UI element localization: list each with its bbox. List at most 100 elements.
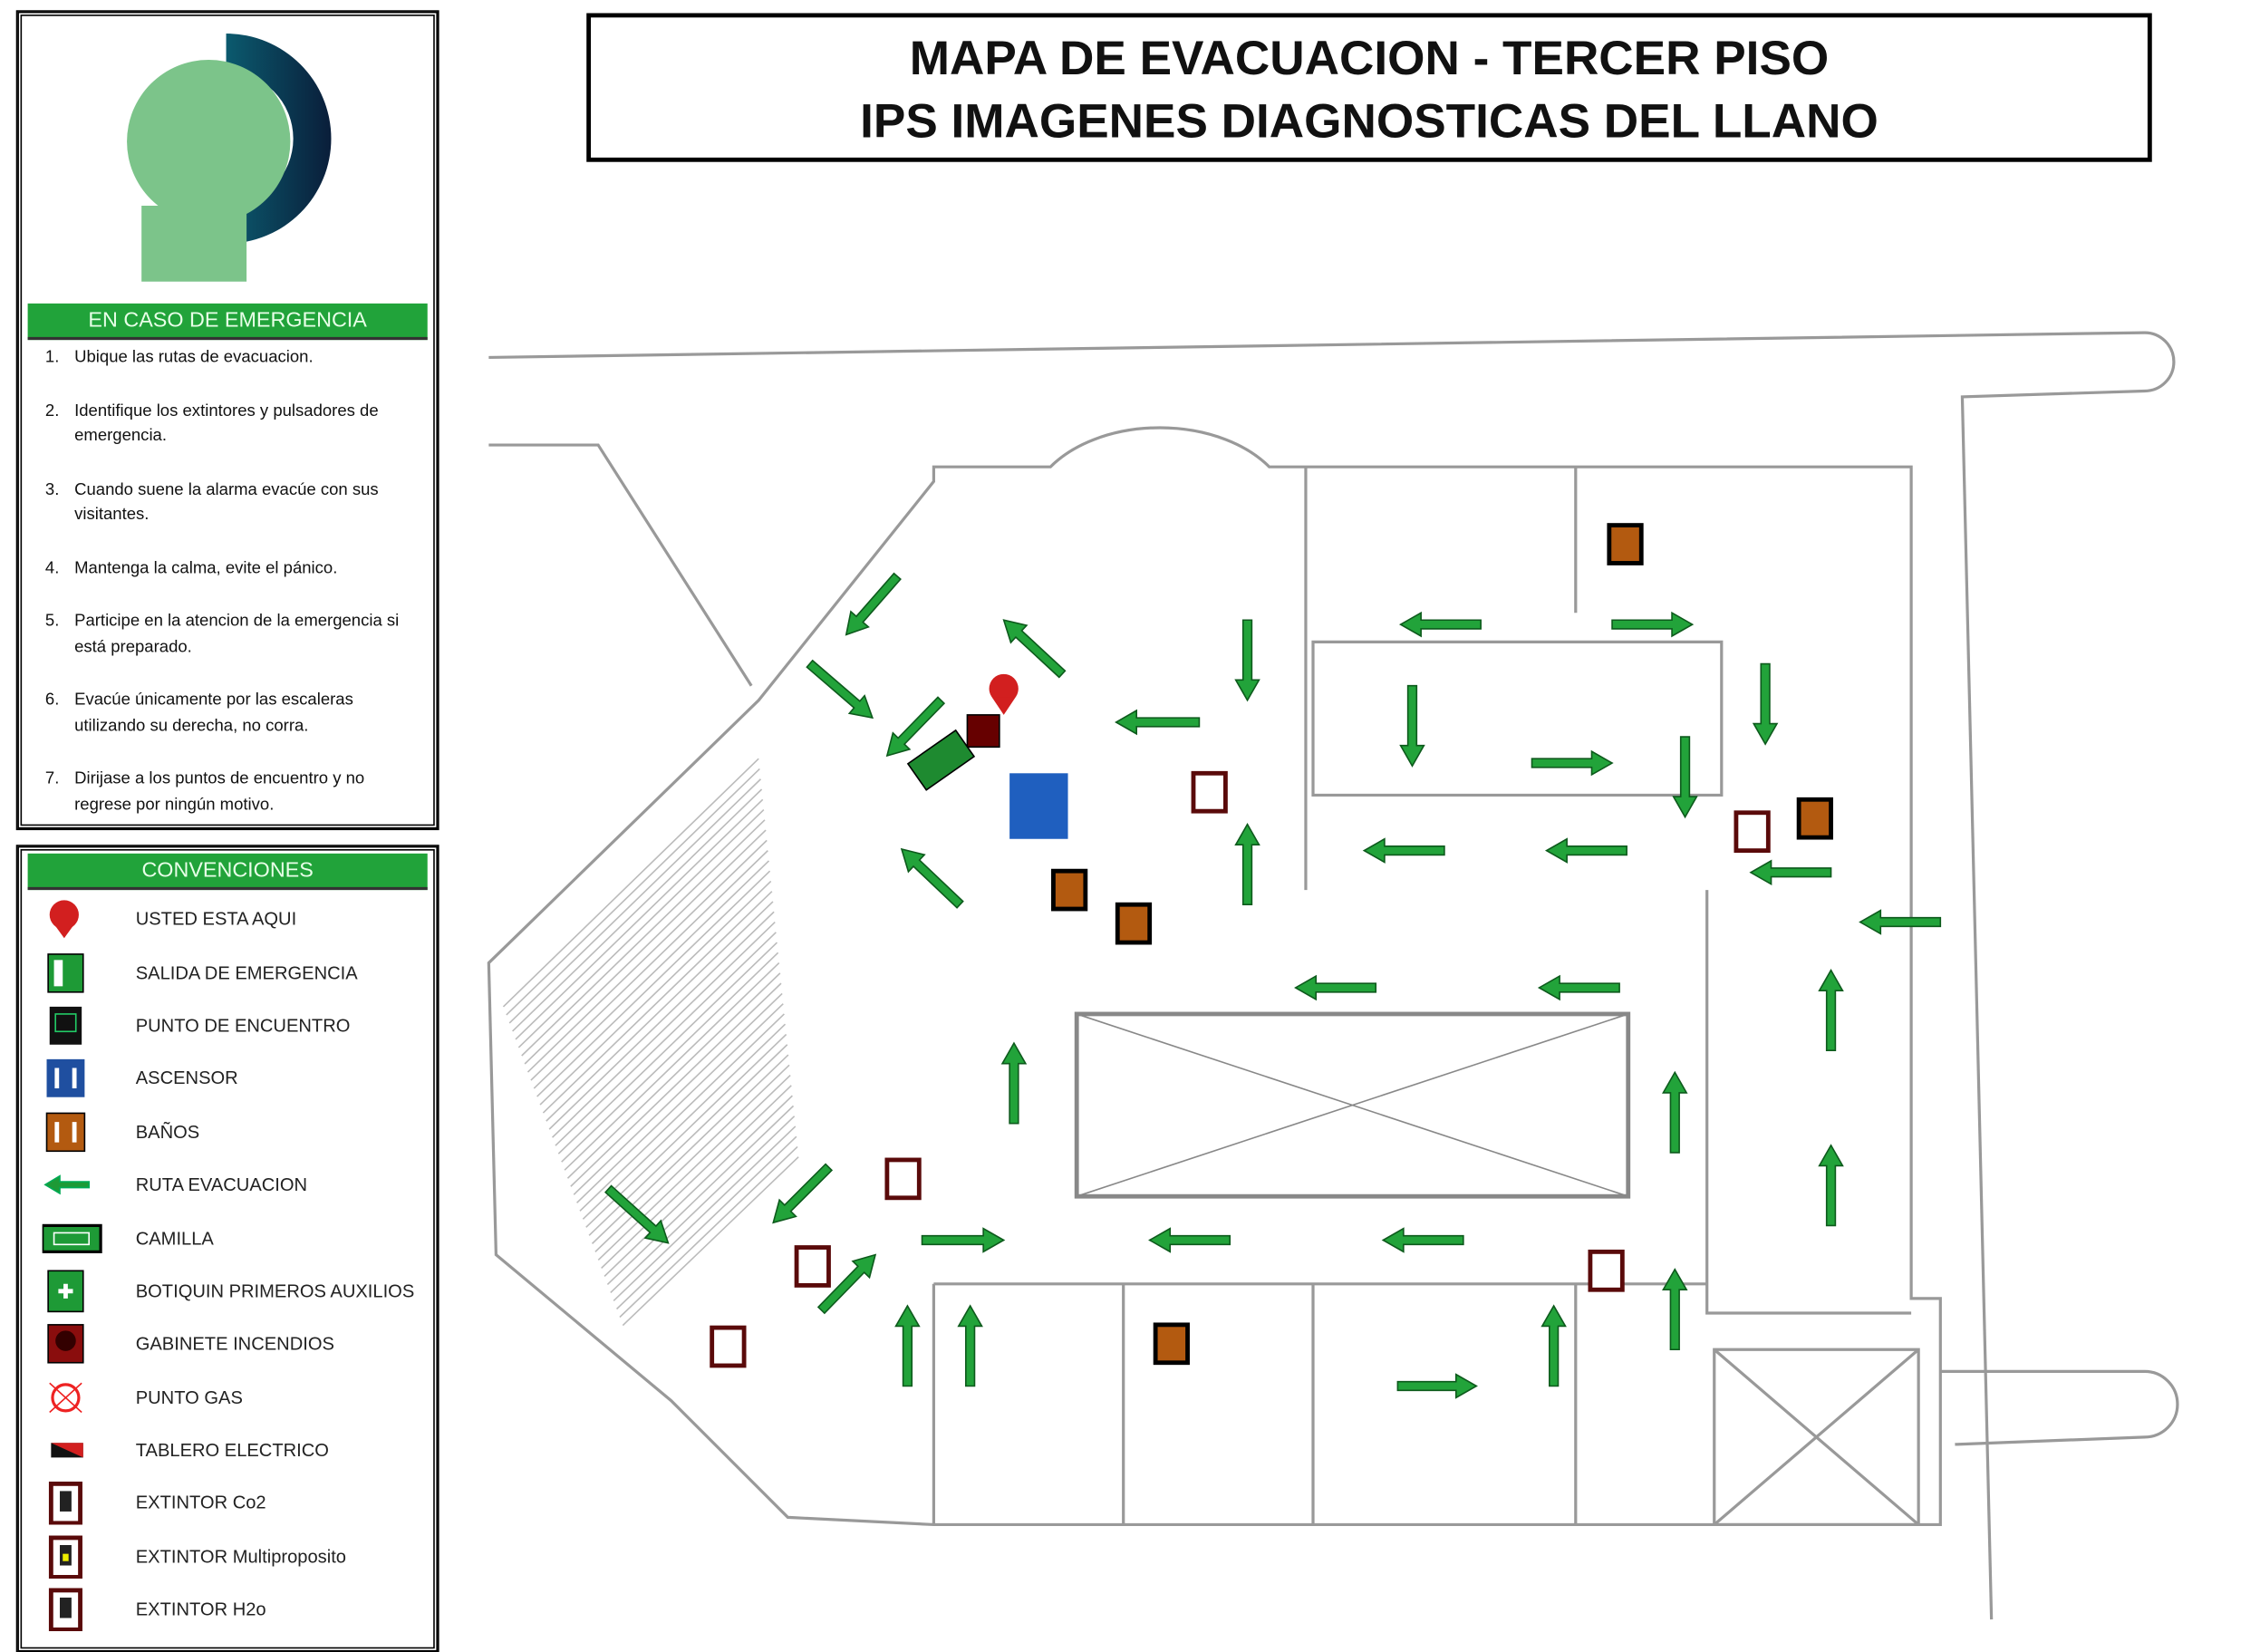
- restroom-icon: [22, 1110, 124, 1154]
- extinguisher-icon: [884, 1157, 922, 1201]
- evacuation-arrow: [1749, 859, 1832, 886]
- extinguisher-icon: [1191, 770, 1228, 814]
- map-title: MAPA DE EVACUACION - TERCER PISO IPS IMA…: [586, 13, 2152, 162]
- legend-label: USTED ESTA AQUI: [135, 909, 297, 930]
- legend-label: SALIDA DE EMERGENCIA: [135, 961, 358, 983]
- legend-label: TABLERO ELECTRICO: [135, 1440, 329, 1461]
- legend-item: SALIDA DE EMERGENCIA: [22, 946, 433, 1000]
- legend-item: EXTINTOR H2o: [22, 1583, 433, 1637]
- emergency-step: 1. Ubique las rutas de evacuacion.: [45, 346, 419, 372]
- evacuation-arrow: [604, 1184, 670, 1244]
- evacuation-arrow: [894, 1304, 921, 1387]
- restroom-icon: [1796, 797, 1833, 840]
- stretcher-icon: [22, 1216, 124, 1260]
- evacuation-arrow: [1531, 749, 1614, 777]
- legend-label: EXTINTOR Multiproposito: [135, 1546, 346, 1567]
- legend-label: BAÑOS: [135, 1121, 200, 1143]
- title-line-2: IPS IMAGENES DIAGNOSTICAS DEL LLANO: [860, 93, 1879, 148]
- gas-point-icon: [22, 1376, 124, 1419]
- restroom-icon: [1115, 902, 1153, 945]
- evacuation-arrow: [1000, 1041, 1028, 1125]
- elevator-icon: [22, 1057, 124, 1100]
- legend-label: PUNTO GAS: [135, 1386, 243, 1408]
- stairs: [502, 758, 799, 1327]
- legend-label: BOTIQUIN PRIMEROS AUXILIOS: [135, 1280, 415, 1301]
- evacuation-arrow: [1672, 736, 1698, 819]
- extinguisher-icon: [794, 1245, 831, 1288]
- meeting-point-icon: [22, 1004, 124, 1048]
- extinguisher-icon: [1734, 810, 1771, 854]
- evacuation-arrow: [1611, 611, 1695, 638]
- emergency-step: 5.Participe en la atencion de la emergen…: [45, 610, 419, 661]
- legend-label: EXTINTOR H2o: [135, 1599, 266, 1620]
- restroom-icon: [1607, 523, 1644, 565]
- legend-item: GABINETE INCENDIOS: [22, 1318, 433, 1371]
- step-number: 2.: [44, 401, 60, 420]
- legend-label: PUNTO DE ENCUENTRO: [135, 1015, 351, 1037]
- evacuation-arrow: [921, 1227, 1006, 1253]
- step-number: 1.: [44, 348, 60, 367]
- evacuation-arrow: [1148, 1227, 1231, 1253]
- evacuation-arrow: [845, 572, 902, 636]
- evacuation-arrow: [1662, 1070, 1688, 1154]
- evacuation-arrow: [1662, 1268, 1688, 1351]
- evacuation-arrow: [957, 1304, 983, 1387]
- emergency-panel: EN CASO DE EMERGENCIA 1. Ubique las rutas…: [15, 10, 439, 831]
- emergency-steps: 1. Ubique las rutas de evacuacion. 2.Ident…: [22, 340, 433, 818]
- evacuation-arrow: [1544, 837, 1627, 864]
- step-number: 5.: [44, 613, 60, 631]
- central-void: [1074, 1011, 1631, 1199]
- you-are-here-icon: [22, 897, 124, 941]
- legend-label: CAMILLA: [135, 1227, 214, 1249]
- you-are-here-icon: [989, 673, 1019, 715]
- evacuation-arrow: [1537, 974, 1620, 1001]
- evacuation-arrow: [1399, 684, 1425, 768]
- step-number: 4.: [44, 559, 60, 577]
- fire-cabinet-icon: [966, 714, 1000, 749]
- legend-item: USTED ESTA AQUI: [22, 893, 433, 946]
- evacuation-arrow: [900, 847, 964, 909]
- step-number: 6.: [44, 691, 60, 710]
- legend-item: BAÑOS: [22, 1106, 433, 1159]
- emergency-step: 2.Identifique los extintores y pulsadore…: [45, 399, 419, 449]
- evacuation-arrow: [1818, 969, 1844, 1052]
- evacuation-arrow: [1818, 1144, 1844, 1227]
- emergency-step: 3. Cuando suene la alarma evacúe con sus …: [45, 478, 419, 528]
- extinguisher-h2o-icon: [22, 1588, 124, 1632]
- floor-plan: [487, 331, 2179, 1620]
- step-text: Mantenga la calma, evite el pánico.: [74, 559, 338, 577]
- emergency-header: EN CASO DE EMERGENCIA: [27, 303, 428, 341]
- step-text: Cuando suene la alarma evacúe con sus vi…: [74, 480, 379, 524]
- emergency-step: 6.Evacúe únicamente por las escaleras ut…: [45, 689, 419, 739]
- step-text: Ubique las rutas de evacuacion.: [74, 348, 314, 367]
- first-aid-icon: [22, 1270, 124, 1313]
- legend-item: PUNTO GAS: [22, 1371, 433, 1425]
- legend-label: GABINETE INCENDIOS: [135, 1334, 334, 1355]
- extinguisher-icon: [1588, 1249, 1625, 1292]
- evacuation-routes: [604, 572, 1942, 1399]
- evacuation-arrow: [772, 1163, 834, 1224]
- legend-item: BOTIQUIN PRIMEROS AUXILIOS: [22, 1264, 433, 1318]
- legend-item: TABLERO ELECTRICO: [22, 1424, 433, 1477]
- emergency-step: 7.Dirijase a los puntos de encuentro y n…: [45, 768, 419, 818]
- extinguisher-co2-icon: [22, 1482, 124, 1526]
- evacuation-arrow: [1115, 709, 1201, 736]
- legend-item: RUTA EVACUACION: [22, 1158, 433, 1212]
- step-number: 3.: [44, 480, 60, 498]
- fire-cabinet-icon: [22, 1322, 124, 1366]
- walls: [487, 331, 2179, 1620]
- legend-item: EXTINTOR Co2: [22, 1477, 433, 1531]
- legend-label: ASCENSOR: [135, 1068, 238, 1089]
- legend-item: ASCENSOR: [22, 1052, 433, 1106]
- legend-panel: CONVENCIONES USTED ESTA AQUI SALIDA DE EM…: [15, 845, 439, 1652]
- evacuation-arrow-icon: [22, 1163, 124, 1206]
- evacuation-arrow: [1002, 619, 1067, 679]
- evacuation-arrow: [1540, 1304, 1567, 1387]
- company-logo: [127, 34, 332, 282]
- evacuation-arrow: [1396, 1373, 1478, 1399]
- emergency-exit-icon: [22, 951, 124, 994]
- extinguisher-multipurpose-icon: [22, 1535, 124, 1579]
- evacuation-arrow: [806, 659, 874, 720]
- legend-header: CONVENCIONES: [27, 853, 428, 891]
- elevator-icon: [1009, 773, 1068, 839]
